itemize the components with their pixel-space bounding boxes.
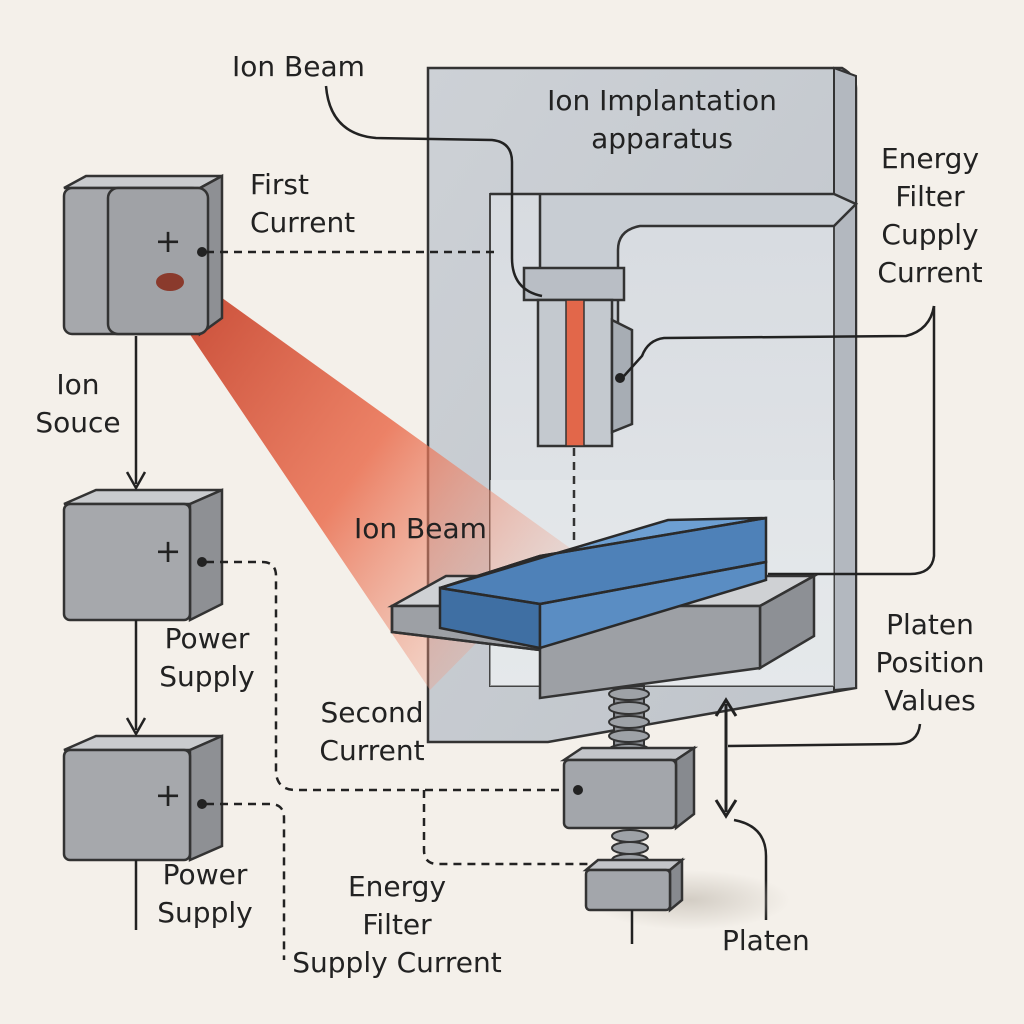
wafer	[438, 516, 768, 650]
plus-symbol-source: +	[155, 222, 182, 260]
ion-source-box	[62, 173, 224, 337]
plus-symbol-supply-1: +	[155, 532, 182, 570]
chain-arrows	[125, 336, 147, 930]
terminal-dot-source	[197, 247, 207, 257]
terminal-dot-supply-1	[197, 557, 207, 567]
platen-position-arrow	[714, 697, 738, 819]
power-supply-box-2	[62, 734, 224, 862]
label-platen: Platen	[722, 924, 810, 957]
platen-screw	[559, 685, 699, 944]
label-ion-beam-mid: Ion Beam	[354, 512, 487, 545]
leader-lines	[324, 85, 936, 920]
terminal-dot-supply-2	[197, 799, 207, 809]
power-supply-box-1	[62, 488, 224, 623]
plus-symbol-supply-2: +	[155, 776, 182, 814]
dashed-connections	[206, 250, 598, 960]
energy-filter-column	[522, 266, 634, 540]
label-ion-beam-top: Ion Beam	[232, 50, 365, 83]
